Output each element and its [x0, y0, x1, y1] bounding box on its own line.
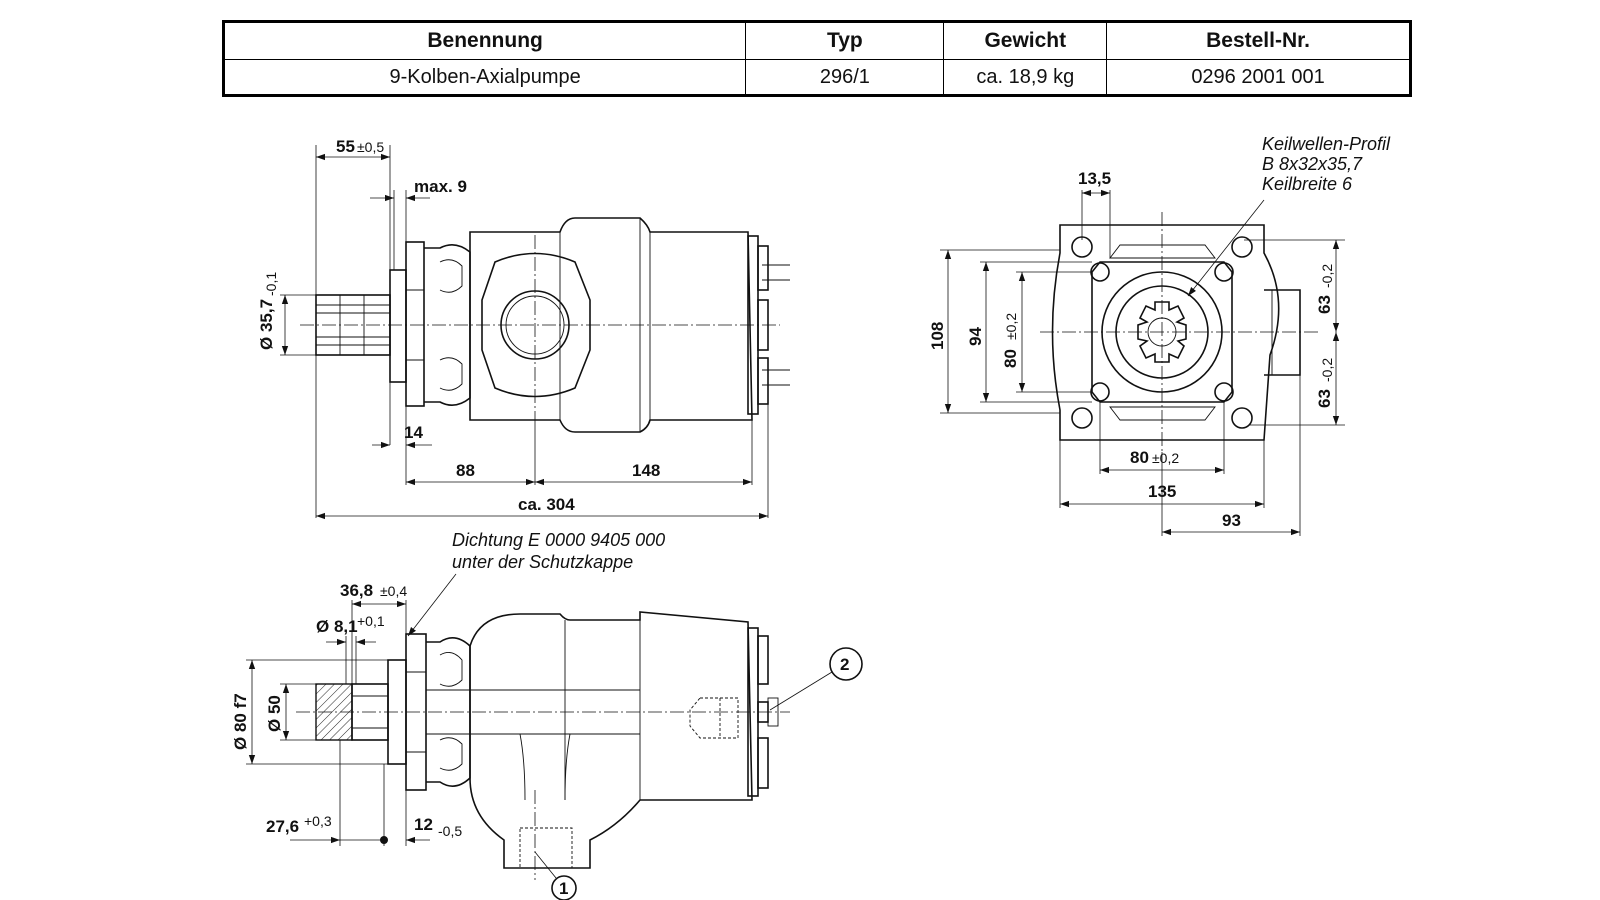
spline-note-line-2: B 8x32x35,7	[1262, 154, 1363, 174]
front-view: Keilwellen-Profil B 8x32x35,7 Keilbreite…	[928, 134, 1391, 536]
dim-max-9: max. 9	[414, 177, 467, 196]
tol-63-upper: -0,2	[1319, 264, 1335, 288]
tol-8-1: +0,1	[357, 613, 385, 629]
table-header-row: Benennung Typ Gewicht Bestell-Nr.	[222, 21, 1411, 60]
tol-80-vertical: ±0,2	[1003, 313, 1019, 340]
dim-12: 12	[414, 815, 433, 834]
tol-12: -0,5	[438, 823, 462, 839]
balloon-2: 2	[840, 655, 849, 674]
dim-shaft-diameter: Ø 35,7	[257, 299, 276, 350]
tol-80-horizontal: ±0,2	[1152, 450, 1179, 466]
dim-8-1: Ø 8,1	[316, 617, 358, 636]
side-view: 55 ±0,5 max. 9 Ø 35,7 -0,1 14 88 148 ca.…	[257, 137, 790, 520]
tol-36-8: ±0,4	[380, 583, 407, 599]
header-typ: Typ	[745, 21, 945, 60]
dim-14: 14	[404, 423, 423, 442]
seal-note-line-1: Dichtung E 0000 9405 000	[452, 530, 665, 550]
seal-note-line-2: unter der Schutzkappe	[452, 552, 633, 572]
cell-typ: 296/1	[745, 59, 945, 96]
dim-94: 94	[966, 327, 985, 346]
dim-27-6: 27,6	[266, 817, 299, 836]
table-row: 9-Kolben-Axialpumpe 296/1 ca. 18,9 kg 02…	[222, 59, 1411, 96]
dim-80-vertical: 80	[1001, 349, 1020, 368]
spline-note-line-3: Keilbreite 6	[1262, 174, 1353, 194]
tol-shaft-diameter: -0,1	[263, 272, 279, 296]
spec-table: Benennung Typ Gewicht Bestell-Nr. 9-Kolb…	[222, 20, 1412, 97]
dim-55: 55	[336, 137, 355, 156]
section-view: 2 1 Dichtung E 0000 9405 000 unter der S…	[231, 530, 863, 900]
tol-27-6: +0,3	[304, 813, 332, 829]
cell-bestell-nr: 0296 2001 001	[1106, 59, 1411, 96]
dim-80-horizontal: 80	[1130, 448, 1149, 467]
dim-88: 88	[456, 461, 475, 480]
dim-63-upper: 63	[1315, 295, 1334, 314]
dim-50: Ø 50	[265, 695, 284, 732]
balloon-1: 1	[559, 879, 568, 898]
dim-304: ca. 304	[518, 495, 575, 514]
dim-36-8: 36,8	[340, 581, 373, 600]
spline-note-line-1: Keilwellen-Profil	[1262, 134, 1391, 154]
dim-108: 108	[928, 322, 947, 350]
dim-63-lower: 63	[1315, 389, 1334, 408]
dim-148: 148	[632, 461, 660, 480]
dim-93: 93	[1222, 511, 1241, 530]
dim-13-5: 13,5	[1078, 169, 1111, 188]
dim-80-f7: Ø 80 f7	[231, 693, 250, 750]
tol-55: ±0,5	[357, 139, 384, 155]
tol-63-lower: -0,2	[1319, 358, 1335, 382]
cell-benennung: 9-Kolben-Axialpumpe	[222, 59, 747, 96]
